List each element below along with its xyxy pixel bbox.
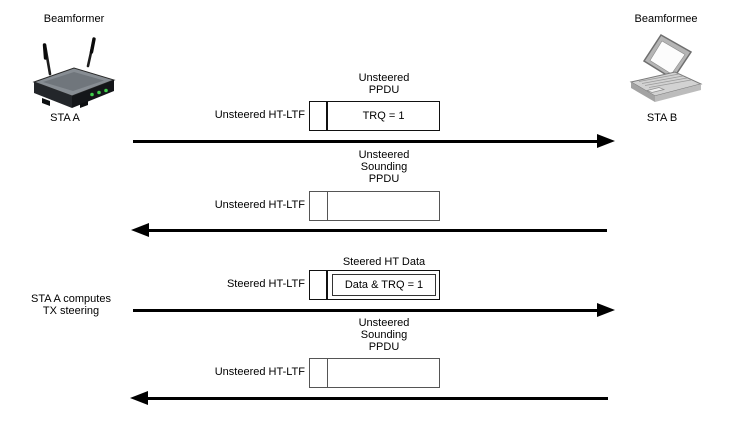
- frame-3-title: Steered HT Data: [314, 256, 454, 268]
- frame-4-box: [309, 358, 440, 388]
- frame-4-title-line: PPDU: [368, 341, 400, 353]
- side-note: STA A computes TX steering: [18, 293, 124, 317]
- beamformee-role-label: Beamformee: [634, 13, 698, 25]
- frame-1-payload: TRQ = 1: [362, 110, 405, 122]
- frame-2-title-line: PPDU: [368, 173, 400, 185]
- beamformer-role-label: Beamformer: [43, 13, 105, 25]
- arrow-4-line: [147, 397, 608, 400]
- arrow-2-left-head: [131, 223, 149, 237]
- side-note-line2: TX steering: [42, 305, 100, 317]
- arrow-3-line: [133, 309, 599, 312]
- frame-3-payload: Data & TRQ = 1: [332, 274, 436, 296]
- frame-2-payload: [328, 192, 439, 220]
- frame-3-ltf-label: Steered HT-LTF: [226, 278, 305, 290]
- frame-4-ltf-label: Unsteered HT-LTF: [214, 366, 305, 378]
- frame-4-ltf-cell: [310, 359, 328, 387]
- arrow-2-line: [148, 229, 607, 232]
- frame-3-box: Data & TRQ = 1: [309, 270, 440, 300]
- frame-1-ltf-label: Unsteered HT-LTF: [214, 109, 305, 121]
- frame-3-title-line: Steered HT Data: [342, 256, 426, 268]
- frame-1-ltf-cell: [310, 102, 328, 130]
- wireless-router-icon: [32, 37, 116, 108]
- sta-b-label: STA B: [646, 112, 678, 124]
- frame-1-box: TRQ = 1: [309, 101, 440, 131]
- frame-3-ltf-cell: [310, 271, 328, 299]
- side-note-line1: STA A computes: [31, 293, 111, 305]
- frame-2-title-line: Unsteered: [358, 149, 410, 161]
- frame-2-title-line: Sounding: [360, 161, 408, 173]
- frame-2-ltf-cell: [310, 192, 328, 220]
- sta-a-label: STA A: [50, 112, 80, 124]
- frame-4-title-line: Unsteered: [358, 317, 410, 329]
- frame-4-payload: [328, 359, 439, 387]
- arrow-4-left-head: [130, 391, 148, 405]
- frame-2-ltf-label: Unsteered HT-LTF: [214, 199, 305, 211]
- laptop-icon: [629, 34, 703, 102]
- frame-4-title: Unsteered Sounding PPDU: [314, 317, 454, 353]
- arrow-1-right-head: [597, 134, 615, 148]
- frame-1-title-line: PPDU: [368, 84, 400, 96]
- frame-2-title: Unsteered Sounding PPDU: [314, 149, 454, 185]
- frame-1-title-line: Unsteered: [358, 72, 410, 84]
- frame-4-title-line: Sounding: [360, 329, 408, 341]
- arrow-1-line: [133, 140, 599, 143]
- arrow-3-right-head: [597, 303, 615, 317]
- frame-2-box: [309, 191, 440, 221]
- frame-1-title: Unsteered PPDU: [314, 72, 454, 96]
